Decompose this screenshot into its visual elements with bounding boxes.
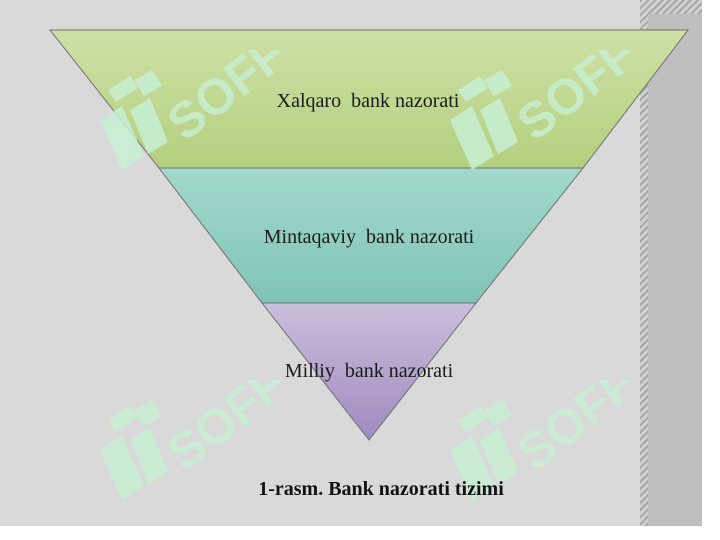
slide-frame-stripe-side [640,14,648,526]
slide-frame-stripe [640,0,708,14]
level-label-national: Milliy bank nazorati [284,360,454,382]
level-national [260,302,478,441]
level-label-regional: Mintaqaviy bank nazorati [263,226,475,248]
level-label-international: Xalqaro bank nazorati [276,90,460,112]
figure-caption: 1-rasm. Bank nazorati tizimi [258,478,504,500]
slide-right-margin [702,0,720,540]
slide-bottom-margin [0,526,720,540]
slide-frame-shadow [640,14,708,526]
